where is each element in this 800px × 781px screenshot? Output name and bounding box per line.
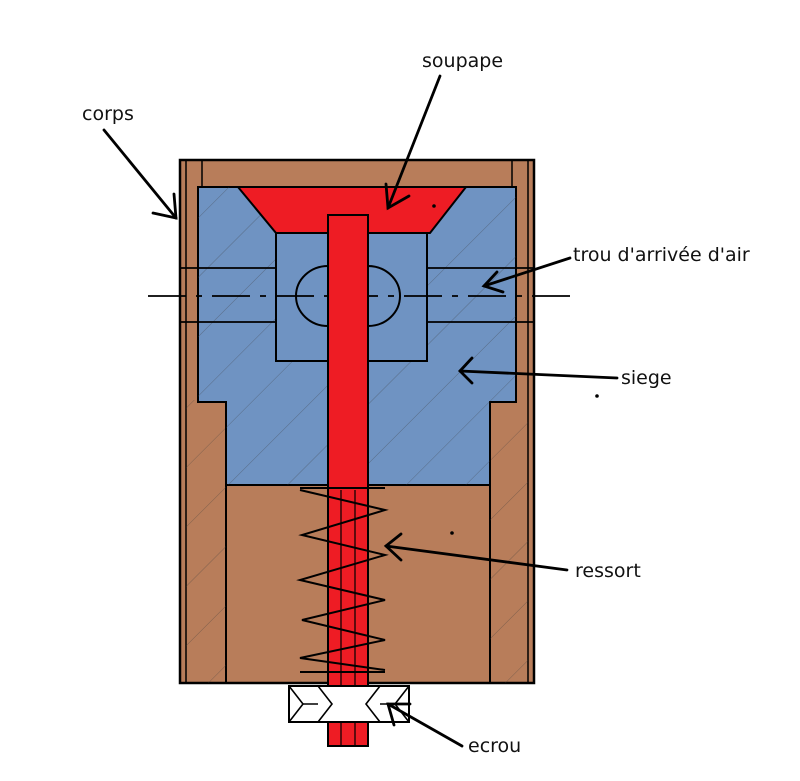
leader-arrows [102, 74, 619, 748]
arrow-ecrou [386, 702, 464, 748]
valve-cross-hole [295, 265, 401, 327]
label-ecrou: ecrou [468, 735, 521, 757]
label-soupape: soupape [422, 50, 503, 72]
label-siege: siege [621, 367, 672, 389]
valve-soupape [235, 186, 469, 747]
arrow-corps [102, 128, 178, 220]
arrow-trou [482, 256, 572, 288]
body-hatch-left [186, 400, 226, 683]
label-ressort: ressort [575, 560, 641, 582]
arrow-ressort [384, 544, 569, 572]
body-hatch-right [490, 400, 528, 683]
valve-head [235, 186, 469, 234]
valve-stem [327, 214, 369, 747]
spring-coil [296, 489, 389, 671]
arrow-soupape [386, 74, 442, 210]
label-trou: trou d'arrivée d'air [573, 244, 750, 266]
label-corps: corps [82, 103, 134, 125]
arrow-siege [458, 369, 619, 380]
spring-ressort [296, 487, 389, 673]
